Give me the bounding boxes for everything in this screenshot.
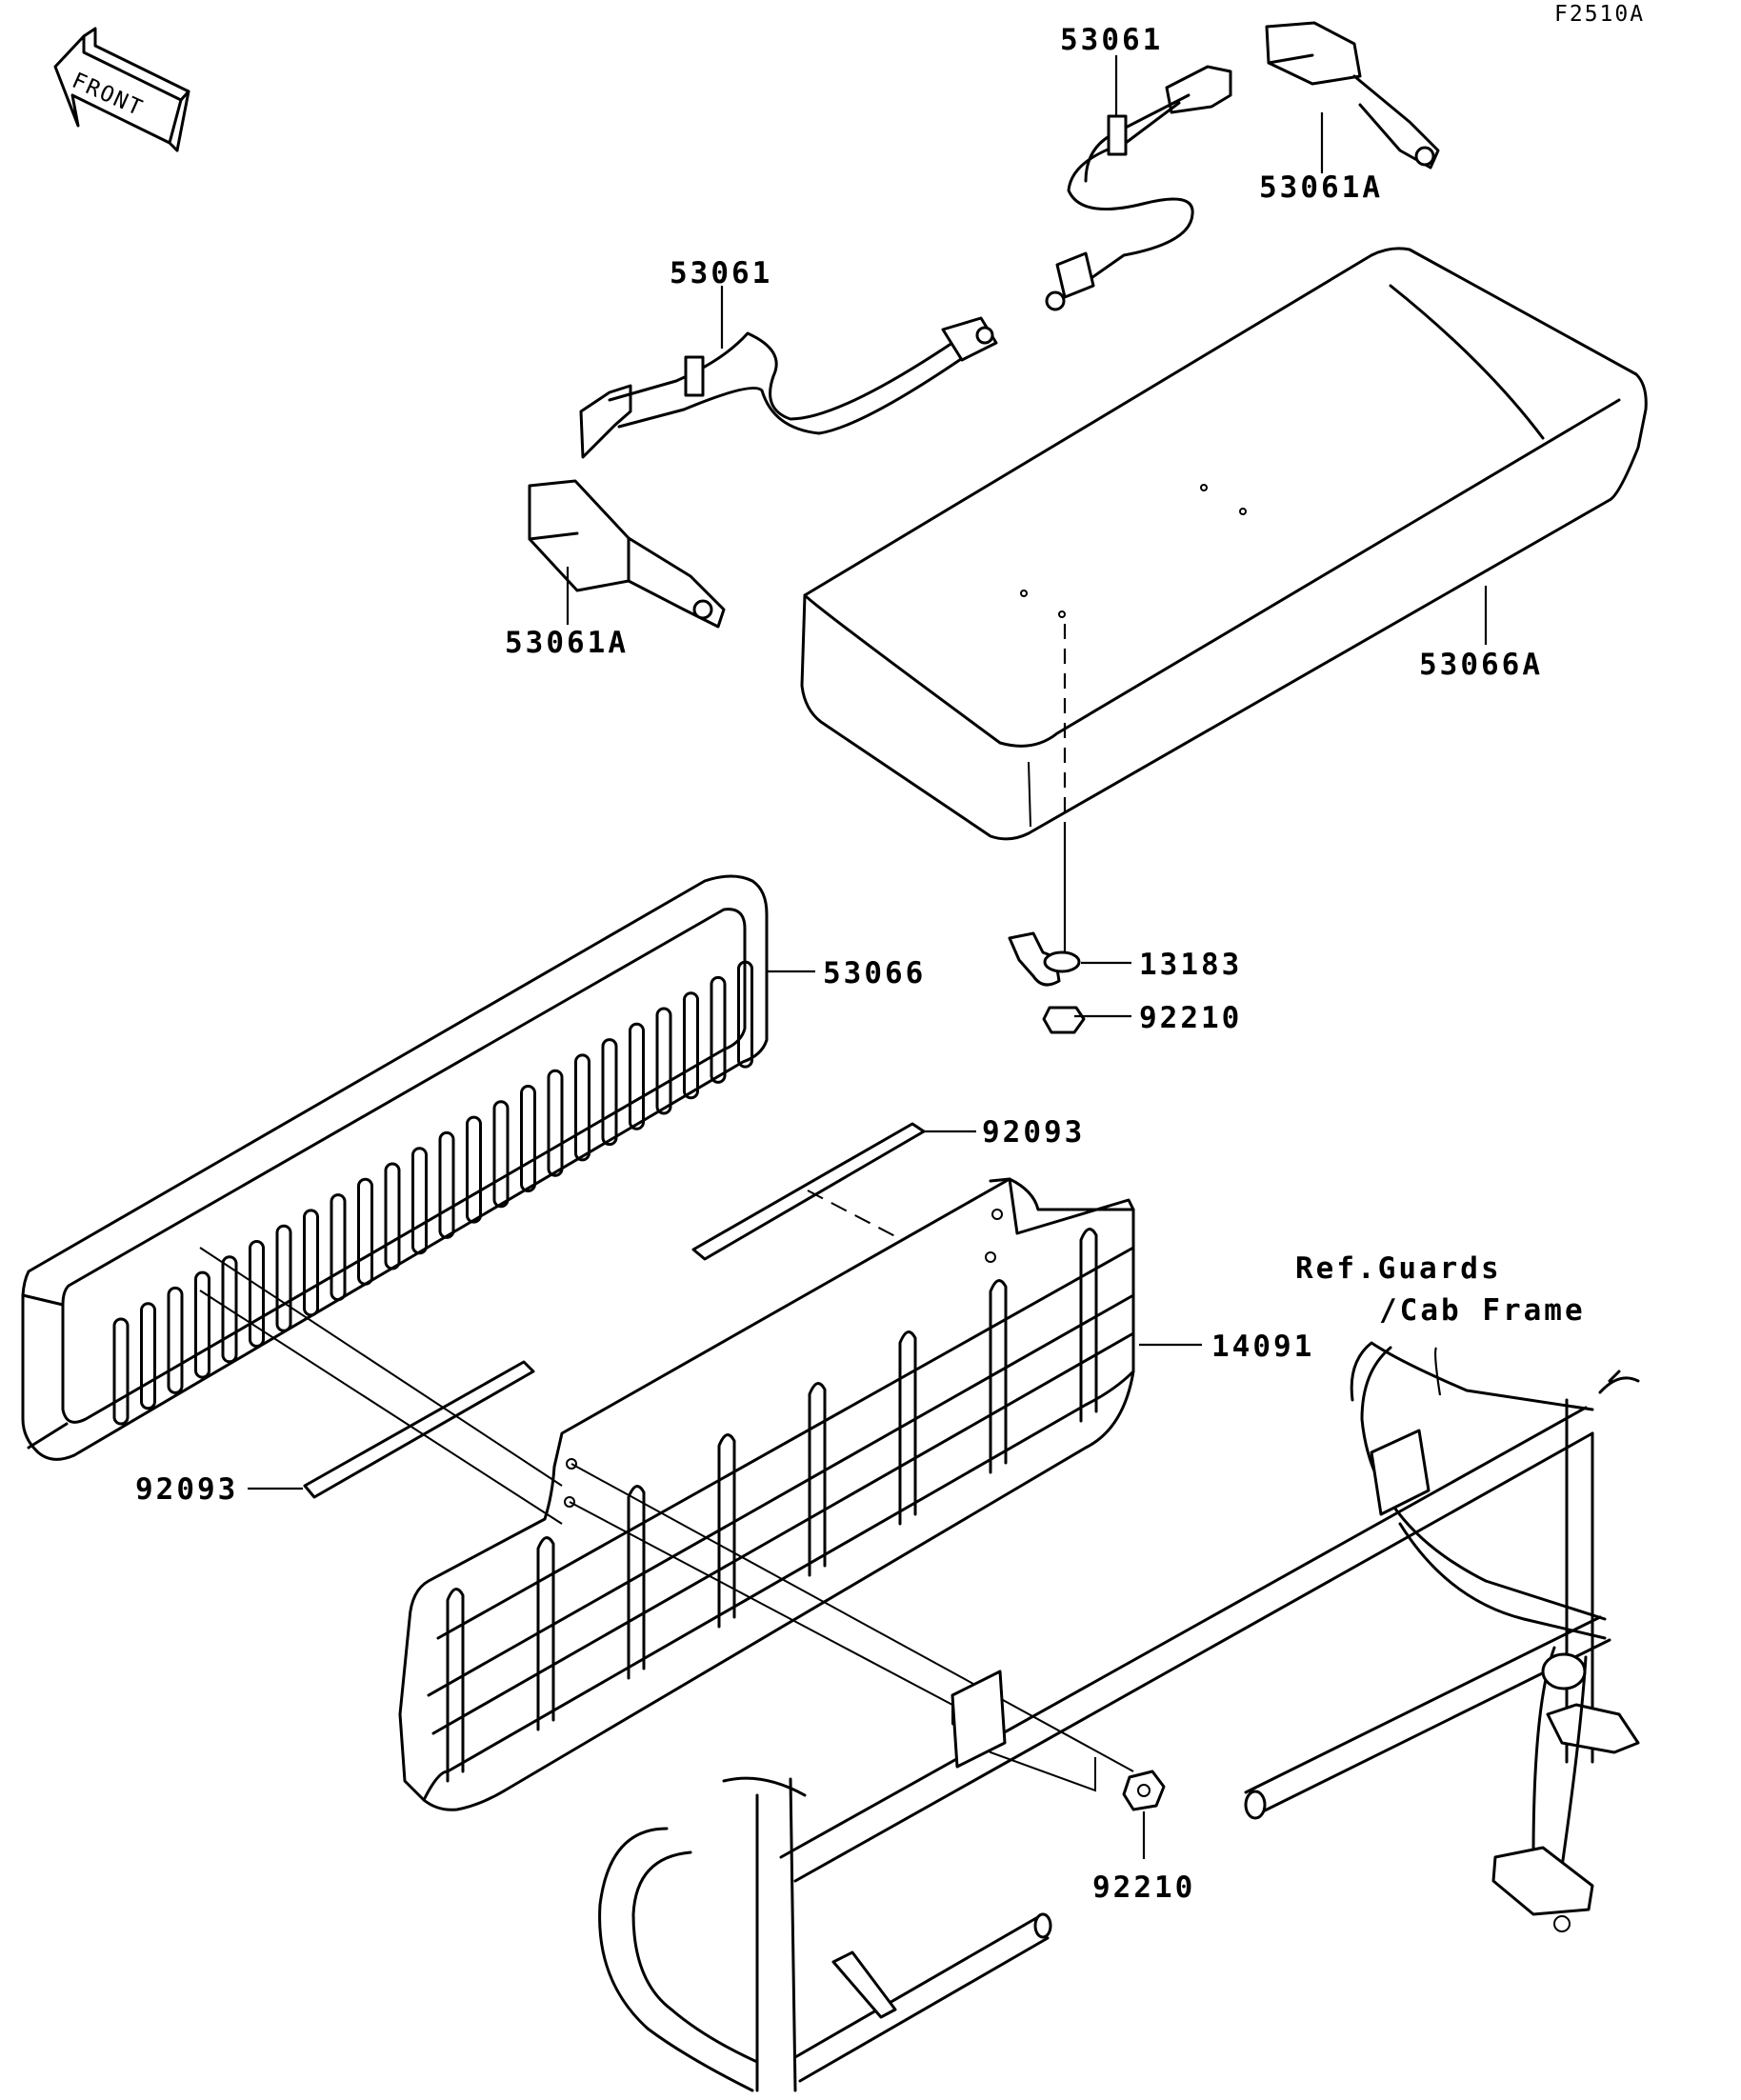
seat-back-slot	[140, 1302, 156, 1410]
front-arrow-icon: FRONT	[53, 27, 190, 152]
seat-back-slot	[655, 1007, 672, 1115]
seat-panel-rib	[898, 1330, 917, 1526]
seat-back-slot	[492, 1100, 510, 1209]
seat-back-slot	[737, 960, 753, 1069]
seat-back-slot	[249, 1240, 265, 1348]
assembly-line	[807, 1190, 972, 1277]
seat-belt-buckle-right	[1265, 21, 1440, 170]
seat-cushion	[800, 247, 1648, 841]
seat-back-slot	[710, 975, 727, 1084]
part-number-53066a: 53066A	[1419, 648, 1543, 682]
leader-lines	[248, 55, 1488, 1859]
assembly-line	[569, 1501, 953, 1706]
assembly-line	[570, 1463, 1134, 1772]
part-number-13183: 13183	[1139, 948, 1242, 982]
part-number-92093: 92093	[982, 1115, 1085, 1150]
cab-frame	[598, 1341, 1640, 2092]
seat-back-slot	[167, 1286, 184, 1394]
seat-panel-rib	[989, 1279, 1008, 1474]
part-number-14091: 14091	[1211, 1330, 1314, 1364]
seat-belt-buckle-left	[528, 479, 726, 629]
part-number-53061a: 53061A	[1259, 170, 1383, 205]
seat-back-slots	[112, 960, 753, 1426]
seat-back-slot	[221, 1255, 238, 1364]
seat-back	[21, 874, 769, 1461]
seat-back-slot	[547, 1069, 564, 1177]
seat-panel	[398, 1177, 1135, 1811]
seat-back-slot	[683, 991, 699, 1100]
seat-back-slot	[574, 1053, 590, 1162]
seat-panel-rib	[1079, 1228, 1098, 1423]
seat-panel-rib	[808, 1382, 827, 1577]
seat-back-slot	[466, 1115, 482, 1224]
part-number-53061a: 53061A	[505, 626, 629, 660]
nut-top	[1042, 1006, 1086, 1034]
seat-panel-rib	[717, 1433, 736, 1629]
seat-back-slot	[357, 1177, 373, 1286]
seat-belt-right	[1045, 65, 1232, 311]
assembly-line	[199, 1290, 563, 1525]
part-number-53061: 53061	[670, 256, 772, 290]
seat-back-slot	[330, 1193, 347, 1302]
seat-back-slot	[601, 1038, 618, 1147]
seat-belt-left	[579, 316, 998, 459]
reference-label-line1: Ref.Guards	[1295, 1251, 1502, 1286]
reference-label-line2: /Cab Frame	[1379, 1293, 1586, 1328]
seat-panel-rib	[627, 1485, 646, 1680]
seat-back-slot	[194, 1270, 210, 1379]
seat-back-slot	[275, 1224, 292, 1332]
seat-panel-rib	[536, 1536, 555, 1731]
seat-back-slot	[520, 1085, 536, 1192]
nut-bottom	[1122, 1770, 1166, 1811]
assembly-line	[951, 1705, 1096, 1792]
seat-back-slot	[438, 1130, 455, 1239]
assembly-line	[199, 1247, 563, 1487]
seat-panel-ribs	[446, 1228, 1098, 1783]
part-number-53061: 53061	[1060, 23, 1163, 57]
seat-back-slot	[384, 1162, 401, 1270]
seat-back-slot	[629, 1022, 645, 1130]
seat-back-slot	[112, 1317, 130, 1426]
seat-panel-rib	[446, 1588, 465, 1783]
seat-back-slot	[303, 1209, 319, 1317]
part-number-92210: 92210	[1139, 1001, 1242, 1035]
bracket	[1008, 931, 1081, 987]
part-number-53066: 53066	[823, 956, 926, 990]
part-number-92093: 92093	[135, 1472, 238, 1507]
figure-code: F2510A	[1554, 2, 1645, 27]
part-number-92210: 92210	[1092, 1870, 1195, 1905]
seat-back-slot	[411, 1147, 428, 1255]
trim-strip-bottom	[303, 1360, 535, 1499]
